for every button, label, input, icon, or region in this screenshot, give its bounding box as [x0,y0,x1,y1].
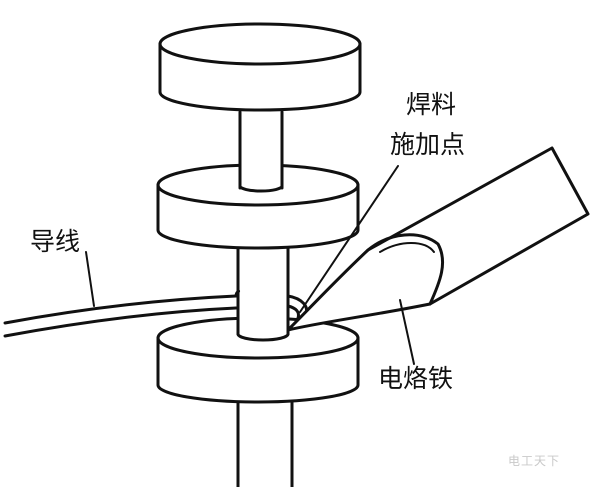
bottom-shaft [236,393,294,487]
leader-lines [85,165,415,365]
bottom-disc [156,316,360,404]
soldering-iron [286,146,590,332]
iron-leader [399,299,415,365]
lead-wire-label: 导线 [30,227,81,256]
top-disc [158,22,362,112]
solder-point-label-line1: 焊料 [406,90,457,119]
soldering-iron-label: 电烙铁 [378,364,454,393]
upper-shaft [238,110,284,193]
watermark: 电工天下 [508,454,561,468]
solder-point-label-line2: 施加点 [390,130,466,159]
lower-shaft [236,246,290,342]
wire-leader [85,251,95,307]
solder-point-leader [299,165,399,313]
